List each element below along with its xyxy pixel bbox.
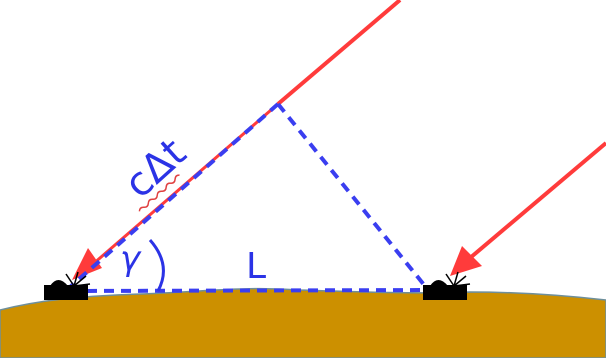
wavefront-line (276, 102, 427, 288)
incoming-ray-left (276, 0, 402, 106)
label-c-delta-t: cΔt (116, 130, 195, 208)
label-L: L (246, 246, 266, 287)
spellcheck-underline (138, 174, 180, 212)
detector-left-icon (44, 271, 91, 300)
ground (0, 287, 606, 359)
detector-right-icon (423, 271, 471, 300)
path-difference-line (68, 102, 280, 289)
baseline-line (69, 288, 441, 293)
ray-left-lower (77, 102, 279, 279)
arrowhead-right (450, 246, 482, 276)
incoming-ray-right (468, 141, 606, 260)
label-gamma: γ (120, 239, 142, 279)
angle-arc (148, 239, 165, 292)
arrowhead-left (72, 248, 102, 280)
